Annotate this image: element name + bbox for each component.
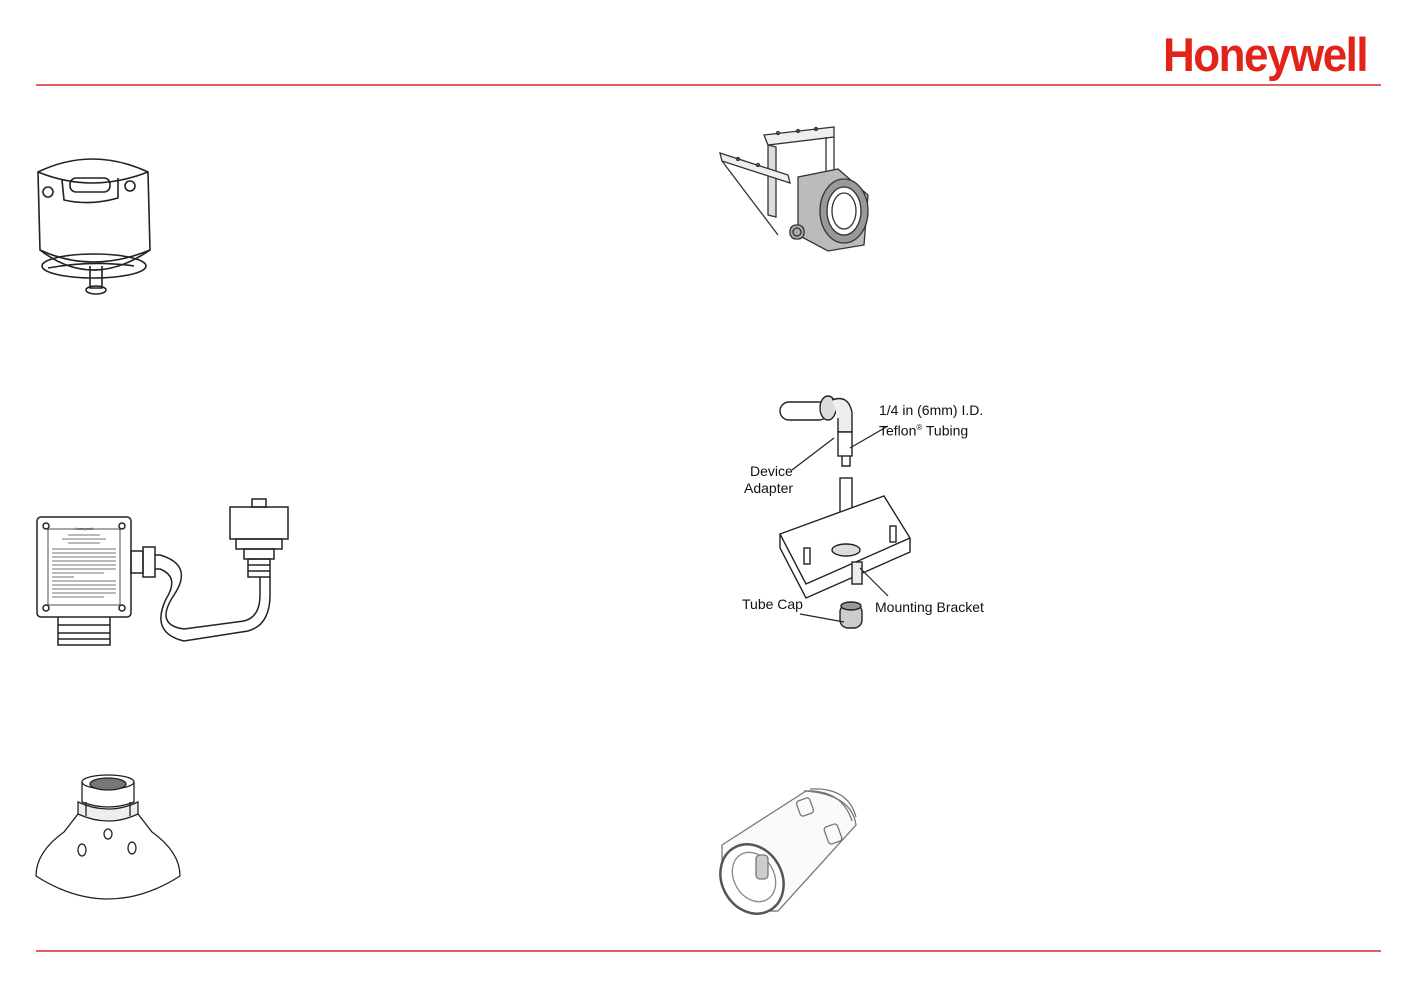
flow-cell-kit-image: 1/4 in (6mm) I.D. Teflon® Tubing Device … <box>740 388 990 648</box>
splash-guard-image <box>718 785 858 917</box>
tubing-label-line1: 1/4 in (6mm) I.D. <box>879 402 983 419</box>
footer-rule <box>36 950 1381 952</box>
header-rule <box>36 84 1381 86</box>
remote-sensor-junction-box-image: Honeywell <box>34 495 294 650</box>
collecting-cone-image <box>34 772 184 904</box>
tube-cap-label: Tube Cap <box>742 596 803 613</box>
honeywell-logo: Honeywell <box>1163 28 1383 84</box>
tubing-label-line2: Teflon® Tubing <box>879 419 968 440</box>
duct-mount-bracket-image <box>718 125 878 260</box>
weather-protection-cap-image <box>30 150 160 310</box>
junction-box-plate-title: Honeywell <box>48 526 120 531</box>
mounting-bracket-label: Mounting Bracket <box>875 599 984 616</box>
device-adapter-label-line1: Device <box>750 463 793 480</box>
device-adapter-label-line2: Adapter <box>744 480 793 497</box>
